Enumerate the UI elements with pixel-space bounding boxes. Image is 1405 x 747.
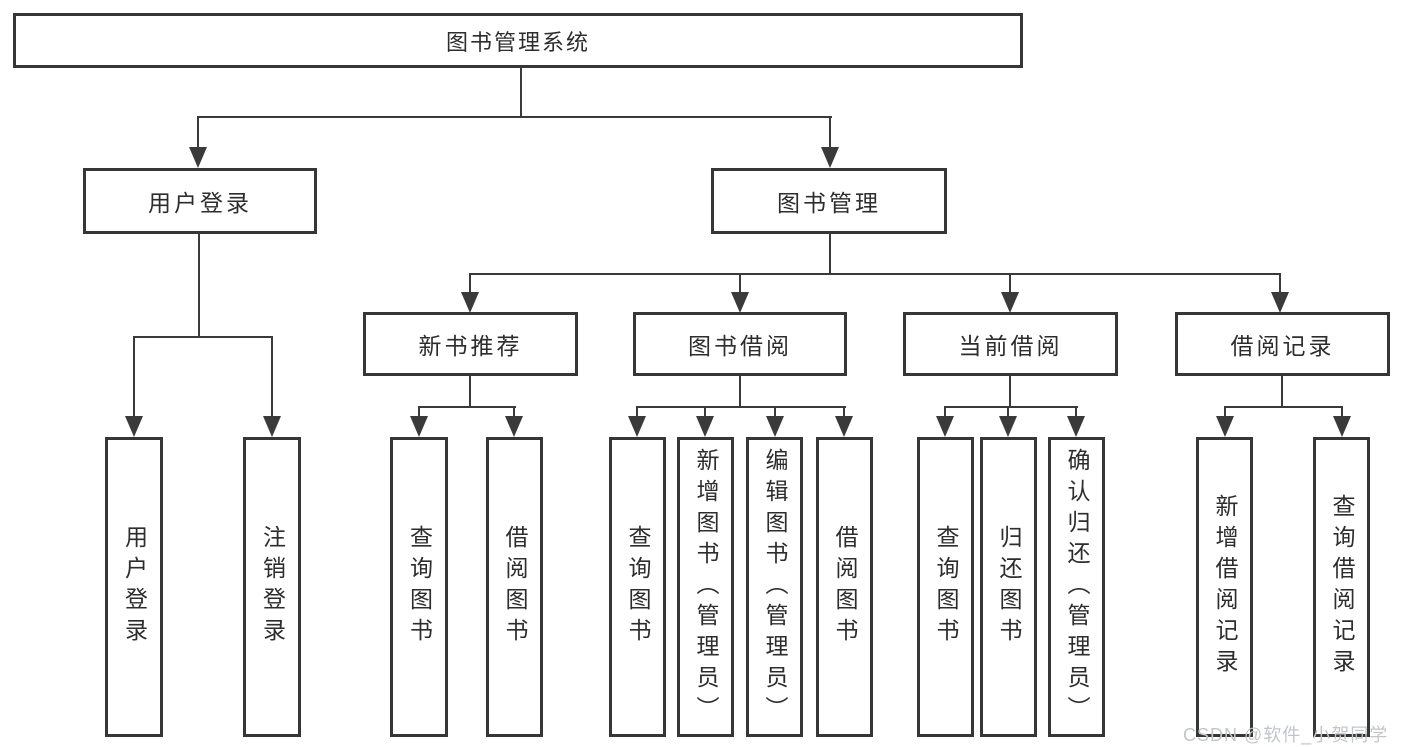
arrow-down-icon: [1001, 292, 1019, 313]
arrow-down-icon: [410, 416, 428, 437]
watermark: CSDN @软件_小贺同学: [1183, 725, 1389, 745]
arrow-down-icon: [461, 292, 479, 313]
node-logout-action-label: 注销登录: [259, 525, 286, 649]
node-query-book-under-current: 查询图书: [917, 437, 974, 737]
node-logout-action: 注销登录: [243, 437, 301, 737]
node-borrow-book-under-recommend: 借阅图书: [486, 437, 543, 737]
arrow-down-icon: [1216, 416, 1234, 437]
node-user-login-label: 用户登录: [148, 190, 252, 216]
connector-line: [1224, 406, 1343, 408]
connector-line: [636, 406, 846, 408]
node-query-book-under-current-label: 查询图书: [933, 525, 959, 649]
connector-line: [829, 233, 831, 275]
connector-line: [704, 406, 706, 418]
node-borrow-book-under-borrow: 借阅图书: [816, 437, 873, 737]
node-root-label: 图书管理系统: [445, 29, 590, 55]
node-root: 图书管理系统: [13, 13, 1023, 68]
connector-line: [198, 233, 200, 338]
node-user-login: 用户登录: [83, 168, 317, 234]
arrow-down-icon: [766, 416, 784, 437]
node-add-book-admin-label: 新增图书（管理员）: [693, 447, 719, 727]
connector-line: [1007, 406, 1009, 418]
connector-line: [197, 116, 832, 118]
connector-line: [513, 406, 515, 418]
node-return-book: 归还图书: [980, 437, 1037, 737]
connector-line: [944, 406, 1078, 408]
node-add-book-admin: 新增图书（管理员）: [677, 437, 734, 737]
node-book-borrow-label: 图书借阅: [688, 333, 792, 359]
connector-line: [636, 406, 638, 418]
arrow-down-icon: [628, 416, 646, 437]
connector-line: [469, 273, 1281, 275]
node-add-borrow-record-label: 新增借阅记录: [1212, 494, 1238, 680]
connector-line: [271, 336, 273, 418]
node-query-borrow-record-label: 查询借阅记录: [1329, 494, 1355, 680]
connector-line: [739, 273, 741, 295]
node-edit-book-admin: 编辑图书（管理员）: [746, 437, 803, 737]
connector-line: [197, 116, 199, 150]
arrow-down-icon: [505, 416, 523, 437]
node-confirm-return-admin: 确认归还（管理员）: [1048, 437, 1105, 737]
connector-line: [843, 406, 845, 418]
node-borrow-book-under-recommend-label: 借阅图书: [502, 525, 528, 649]
node-book-management: 图书管理: [711, 168, 947, 234]
connector-line: [418, 406, 516, 408]
node-book-borrow: 图书借阅: [633, 312, 847, 376]
node-add-borrow-record: 新增借阅记录: [1196, 437, 1253, 737]
arrow-down-icon: [731, 292, 749, 313]
arrow-down-icon: [999, 416, 1017, 437]
node-new-book-recommend: 新书推荐: [363, 312, 578, 376]
connector-line: [944, 406, 946, 418]
arrow-down-icon: [189, 147, 207, 168]
node-edit-book-admin-label: 编辑图书（管理员）: [762, 447, 788, 727]
node-borrow-record-label: 借阅记录: [1230, 333, 1335, 359]
connector-line: [469, 376, 471, 408]
arrow-down-icon: [1067, 416, 1085, 437]
node-user-login-action: 用户登录: [105, 437, 163, 737]
node-borrow-record: 借阅记录: [1175, 312, 1390, 376]
connector-line: [1224, 406, 1226, 418]
node-query-book-under-recommend-label: 查询图书: [406, 525, 433, 649]
connector-line: [1279, 273, 1281, 295]
node-confirm-return-admin-label: 确认归还（管理员）: [1064, 447, 1090, 727]
node-query-borrow-record: 查询借阅记录: [1313, 437, 1370, 737]
connector-line: [1281, 376, 1283, 408]
connector-line: [1341, 406, 1343, 418]
arrow-down-icon: [263, 416, 281, 437]
node-user-login-action-label: 用户登录: [121, 525, 148, 649]
node-query-book-under-borrow: 查询图书: [609, 437, 666, 737]
arrow-down-icon: [1271, 292, 1289, 313]
node-borrow-book-under-borrow-label: 借阅图书: [832, 525, 858, 649]
connector-line: [829, 116, 831, 150]
arrow-down-icon: [696, 416, 714, 437]
arrow-down-icon: [125, 416, 143, 437]
node-return-book-label: 归还图书: [996, 525, 1022, 649]
connector-line: [520, 66, 522, 118]
connector-line: [1075, 406, 1077, 418]
connector-line: [418, 406, 420, 418]
connector-line: [774, 406, 776, 418]
node-book-management-label: 图书管理: [777, 190, 881, 216]
arrow-down-icon: [936, 416, 954, 437]
arrow-down-icon: [835, 416, 853, 437]
connector-line: [1009, 376, 1011, 408]
connector-line: [1009, 273, 1011, 295]
arrow-down-icon: [1333, 416, 1351, 437]
connector-line: [739, 376, 741, 408]
node-current-borrow-label: 当前借阅: [958, 333, 1063, 359]
arrow-down-icon: [821, 147, 839, 168]
connector-line: [469, 273, 471, 295]
node-new-book-recommend-label: 新书推荐: [418, 333, 523, 359]
connector-line: [133, 336, 135, 418]
connector-line: [133, 336, 273, 338]
node-current-borrow: 当前借阅: [903, 312, 1118, 376]
node-query-book-under-borrow-label: 查询图书: [625, 525, 651, 649]
node-query-book-under-recommend: 查询图书: [390, 437, 448, 737]
